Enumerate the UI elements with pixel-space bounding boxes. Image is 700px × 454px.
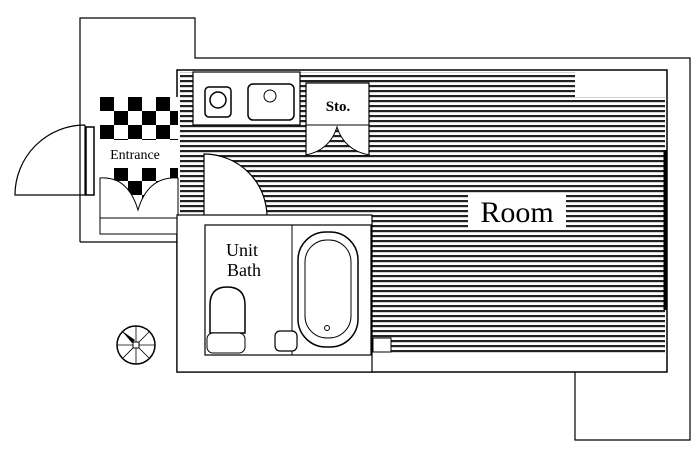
storage: Sto. xyxy=(305,82,370,156)
room-label: Room xyxy=(480,196,553,229)
compass-icon xyxy=(116,325,156,365)
washbasin-icon xyxy=(274,330,298,352)
entrance-label: Entrance xyxy=(110,148,160,163)
entrance: Entrance xyxy=(14,97,179,235)
bathtub-icon xyxy=(297,231,359,348)
meter-box xyxy=(372,337,392,353)
kitchen xyxy=(192,71,301,126)
toilet-icon xyxy=(209,286,246,334)
unit-bath: Unit Bath xyxy=(176,214,373,373)
balcony-outline xyxy=(79,17,691,441)
bath-label-line1: Unit xyxy=(226,240,258,260)
storage-label: Sto. xyxy=(326,99,351,115)
entrance-door-swing xyxy=(14,124,86,196)
bath-label-line2: Bath xyxy=(227,260,261,280)
